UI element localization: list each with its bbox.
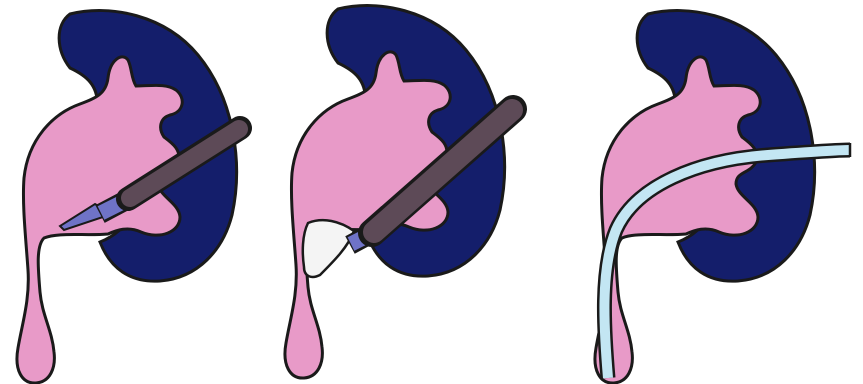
panel-3-catheter xyxy=(595,11,850,384)
white-tip xyxy=(303,220,354,277)
renal-pelvis xyxy=(285,52,450,378)
renal-pelvis xyxy=(17,57,182,383)
panel-2-scope-with-tip xyxy=(285,6,513,379)
panel-1-scope-insertion xyxy=(17,11,240,384)
